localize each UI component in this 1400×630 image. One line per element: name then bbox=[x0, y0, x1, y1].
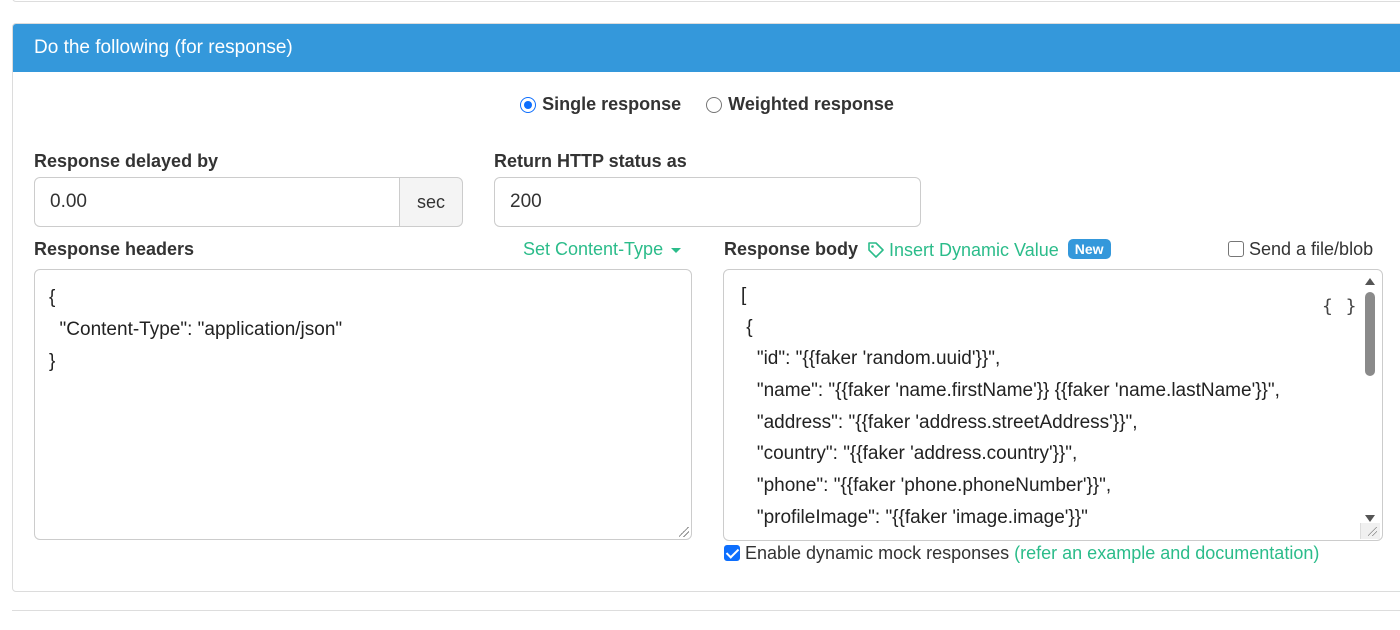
body-resize-handle-icon[interactable] bbox=[1360, 523, 1380, 539]
previous-panel-edge bbox=[12, 0, 1400, 2]
body-line: "address": "{{faker 'address.streetAddre… bbox=[741, 411, 1138, 433]
send-file-checkbox[interactable] bbox=[1228, 241, 1244, 257]
scroll-thumb[interactable] bbox=[1365, 292, 1375, 376]
tag-icon bbox=[868, 242, 884, 258]
response-mode-group: Single response Weighted response bbox=[13, 94, 1400, 118]
radio-weighted-response[interactable]: Weighted response bbox=[706, 94, 894, 115]
set-content-type-label: Set Content-Type bbox=[523, 239, 664, 259]
send-file-label: Send a file/blob bbox=[1249, 239, 1374, 259]
radio-weighted-response-control[interactable] bbox=[706, 96, 723, 113]
dynamic-mock-label: Enable dynamic mock responses bbox=[745, 543, 1010, 563]
format-json-icon[interactable]: { } bbox=[1322, 296, 1358, 317]
radio-single-response-label: Single response bbox=[542, 94, 682, 114]
status-input[interactable]: 200 bbox=[494, 177, 921, 227]
body-line: "phone": "{{faker 'phone.phoneNumber'}}"… bbox=[741, 475, 1112, 497]
body-line: "id": "{{faker 'random.uuid'}}", bbox=[741, 348, 1001, 370]
delay-input-group: 0.00 sec bbox=[34, 177, 463, 227]
headers-label: Response headers bbox=[34, 239, 195, 259]
documentation-link[interactable]: (refer an example and documentation) bbox=[1014, 543, 1320, 563]
scroll-up-icon[interactable] bbox=[1365, 278, 1375, 285]
delay-unit-addon: sec bbox=[400, 177, 463, 227]
body-label: Response body bbox=[724, 239, 859, 259]
set-content-type-dropdown[interactable]: Set Content-Type bbox=[523, 239, 682, 260]
caret-down-icon bbox=[671, 247, 682, 253]
dynamic-mock-checkbox[interactable] bbox=[724, 545, 740, 561]
body-line: { bbox=[741, 316, 753, 338]
body-line: [ bbox=[741, 285, 747, 306]
radio-single-response-control[interactable] bbox=[520, 96, 537, 113]
scroll-down-icon[interactable] bbox=[1365, 515, 1375, 522]
response-body-editor[interactable]: [ { "id": "{{faker 'random.uuid'}}", "na… bbox=[723, 269, 1383, 541]
body-scrollbar[interactable] bbox=[1362, 274, 1379, 526]
next-panel-edge bbox=[12, 610, 1400, 630]
dynamic-mock-option: Enable dynamic mock responses (refer an … bbox=[724, 543, 1319, 564]
response-headers-textarea[interactable]: { "Content-Type": "application/json" } bbox=[34, 269, 692, 540]
new-badge: New bbox=[1067, 239, 1111, 259]
body-line: "profileImage": "{{faker 'image.image'}}… bbox=[741, 506, 1088, 528]
delay-input[interactable]: 0.00 bbox=[34, 177, 400, 227]
status-label: Return HTTP status as bbox=[494, 151, 687, 171]
body-line: "name": "{{faker 'name.firstName'}} {{fa… bbox=[741, 380, 1280, 402]
radio-single-response[interactable]: Single response bbox=[520, 94, 681, 115]
headers-line: "Content-Type": "application/json" bbox=[49, 319, 343, 340]
delay-label: Response delayed by bbox=[34, 151, 219, 171]
body-line: "country": "{{faker 'address.country'}}"… bbox=[741, 443, 1078, 465]
resize-handle-icon[interactable] bbox=[679, 527, 689, 537]
send-file-option[interactable]: Send a file/blob bbox=[1228, 239, 1373, 260]
headers-line: { bbox=[49, 287, 56, 308]
insert-dynamic-value-link[interactable]: Insert Dynamic Value New bbox=[867, 239, 1111, 261]
radio-weighted-response-label: Weighted response bbox=[728, 94, 894, 114]
panel-heading: Do the following (for response) bbox=[13, 24, 1400, 72]
headers-line: } bbox=[49, 351, 56, 372]
insert-dynamic-value-label: Insert Dynamic Value bbox=[889, 240, 1059, 260]
